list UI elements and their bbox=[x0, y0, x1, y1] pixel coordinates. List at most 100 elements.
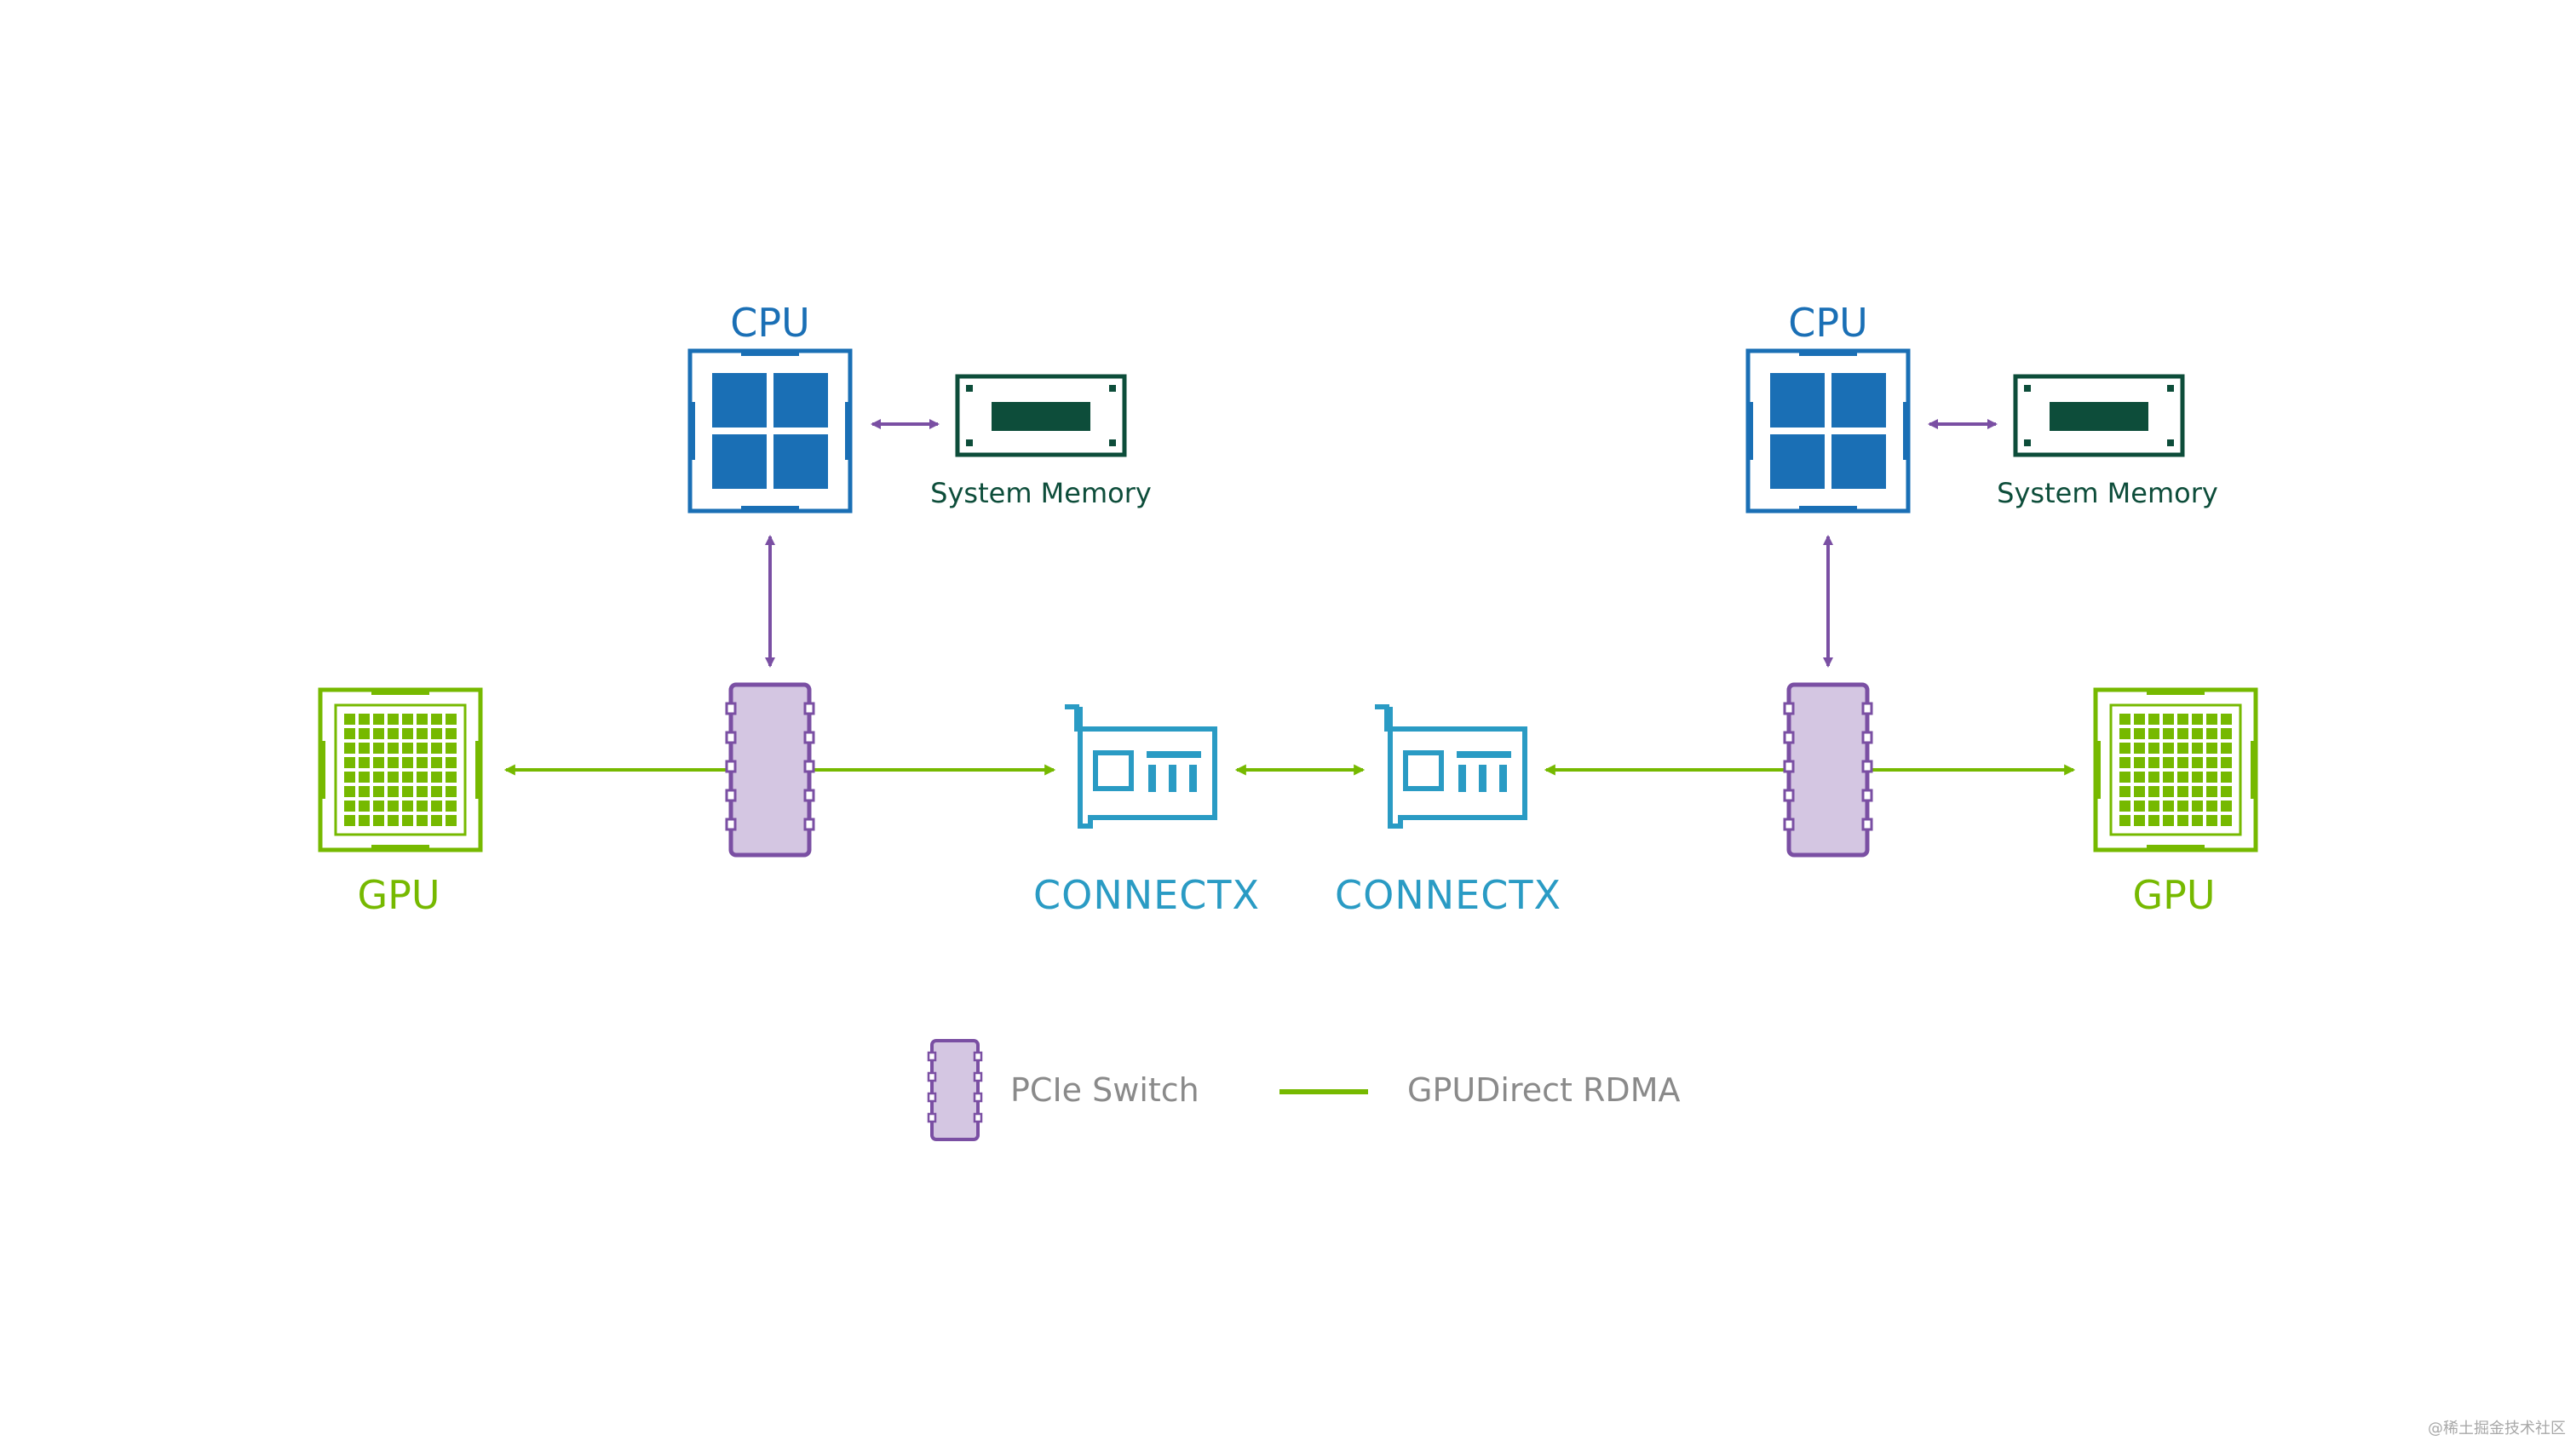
gpu-core-cell bbox=[388, 757, 399, 768]
gpu-core-cell bbox=[2163, 743, 2174, 754]
pcie-switch-icon bbox=[725, 682, 815, 858]
gpu-core-cell bbox=[402, 728, 413, 739]
gpu-core-cell bbox=[2148, 815, 2159, 826]
gpu-core-cell bbox=[2206, 801, 2217, 812]
gpu-core-cell bbox=[2221, 786, 2232, 797]
watermark: @稀土掘金技术社区 bbox=[2428, 1420, 2566, 1438]
connectx-label-left: CONNECTX bbox=[1033, 872, 1260, 918]
gpu-core-cell bbox=[431, 772, 442, 783]
gpu-core-cell bbox=[2206, 743, 2217, 754]
gpu-chip-icon bbox=[318, 687, 483, 852]
gpu-core-cell bbox=[2177, 743, 2188, 754]
gpu-core-cell bbox=[2148, 772, 2159, 783]
gpu-core-cell bbox=[2119, 757, 2130, 768]
memory-label-left: System Memory bbox=[930, 477, 1152, 509]
memory-module-icon bbox=[955, 374, 1127, 457]
gpu-core-cell bbox=[359, 772, 370, 783]
gpu-core-cell bbox=[2206, 772, 2217, 783]
gpu-label-right: GPU bbox=[2132, 872, 2216, 918]
gpu-core-cell bbox=[2177, 728, 2188, 739]
gpu-core-cell bbox=[373, 743, 384, 754]
gpu-core-cell bbox=[446, 728, 457, 739]
gpu-core-cell bbox=[344, 815, 355, 826]
gpu-core-cell bbox=[388, 743, 399, 754]
gpu-core-cell bbox=[388, 772, 399, 783]
gpu-core-cell bbox=[2177, 801, 2188, 812]
gpu-core-cell bbox=[2221, 757, 2232, 768]
gpu-core-cell bbox=[417, 772, 428, 783]
gpu-core-cell bbox=[344, 801, 355, 812]
gpu-core-cell bbox=[446, 714, 457, 725]
gpu-core-cell bbox=[359, 815, 370, 826]
gpu-core-cell bbox=[359, 714, 370, 725]
gpu-core-cell bbox=[388, 786, 399, 797]
gpu-core-cell bbox=[402, 757, 413, 768]
gpu-core-cell bbox=[2192, 743, 2203, 754]
memory-label-right: System Memory bbox=[1997, 477, 2218, 509]
gpu-core-cell bbox=[2134, 772, 2145, 783]
gpu-core-cell bbox=[2177, 786, 2188, 797]
gpu-core-cell bbox=[2134, 786, 2145, 797]
gpu-core-cell bbox=[446, 815, 457, 826]
cpu-chip-icon bbox=[1745, 348, 1911, 514]
gpu-core-cell bbox=[2134, 743, 2145, 754]
gpu-chip-icon bbox=[2093, 687, 2258, 852]
gpu-core-cell bbox=[2148, 714, 2159, 725]
gpu-core-cell bbox=[2163, 757, 2174, 768]
gpu-core-cell bbox=[402, 786, 413, 797]
legend-pcie-switch-label: PCIe Switch bbox=[1010, 1071, 1199, 1109]
gpu-core-cell bbox=[359, 786, 370, 797]
gpu-core-cell bbox=[344, 757, 355, 768]
gpu-core-cell bbox=[431, 757, 442, 768]
gpu-core-cell bbox=[2177, 815, 2188, 826]
gpu-core-cell bbox=[359, 801, 370, 812]
gpu-core-cell bbox=[344, 728, 355, 739]
gpu-core-cell bbox=[359, 743, 370, 754]
gpu-core-cell bbox=[446, 786, 457, 797]
gpu-core-cell bbox=[373, 786, 384, 797]
pcie-switch-icon bbox=[1783, 682, 1873, 858]
gpu-core-cell bbox=[402, 743, 413, 754]
gpu-core-cell bbox=[2192, 714, 2203, 725]
gpu-core-cell bbox=[344, 714, 355, 725]
gpu-core-cell bbox=[359, 728, 370, 739]
gpu-core-cell bbox=[2221, 728, 2232, 739]
gpu-core-cell bbox=[2192, 772, 2203, 783]
gpu-core-cell bbox=[2148, 728, 2159, 739]
gpu-core-cell bbox=[388, 815, 399, 826]
gpu-core-cell bbox=[2192, 728, 2203, 739]
gpu-core-cell bbox=[417, 757, 428, 768]
gpu-core-cell bbox=[2119, 786, 2130, 797]
network-card-icon bbox=[1065, 704, 1217, 829]
gpu-core-cell bbox=[2134, 757, 2145, 768]
gpu-core-cell bbox=[431, 786, 442, 797]
gpu-core-cell bbox=[431, 801, 442, 812]
gpu-core-cell bbox=[2134, 815, 2145, 826]
gpu-core-cell bbox=[2134, 728, 2145, 739]
gpu-core-cell bbox=[2119, 743, 2130, 754]
gpu-core-cell bbox=[2192, 815, 2203, 826]
gpu-core-cell bbox=[2163, 786, 2174, 797]
gpu-core-cell bbox=[446, 772, 457, 783]
gpu-core-cell bbox=[446, 743, 457, 754]
gpu-core-cell bbox=[2177, 757, 2188, 768]
gpu-core-cell bbox=[388, 714, 399, 725]
gpu-core-cell bbox=[431, 743, 442, 754]
gpu-core-cell bbox=[417, 786, 428, 797]
gpu-core-cell bbox=[2206, 728, 2217, 739]
gpu-core-cell bbox=[2192, 757, 2203, 768]
gpu-core-cell bbox=[431, 815, 442, 826]
gpu-core-cell bbox=[431, 714, 442, 725]
gpu-core-cell bbox=[2221, 815, 2232, 826]
gpu-core-cell bbox=[2177, 714, 2188, 725]
gpu-core-cell bbox=[417, 743, 428, 754]
gpu-core-cell bbox=[2221, 772, 2232, 783]
gpu-label-left: GPU bbox=[357, 872, 440, 918]
gpu-core-cell bbox=[2221, 801, 2232, 812]
gpu-core-cell bbox=[431, 728, 442, 739]
gpu-core-cell bbox=[402, 772, 413, 783]
gpu-core-cell bbox=[373, 772, 384, 783]
connectx-label-right: CONNECTX bbox=[1335, 872, 1561, 918]
gpu-core-cell bbox=[402, 801, 413, 812]
